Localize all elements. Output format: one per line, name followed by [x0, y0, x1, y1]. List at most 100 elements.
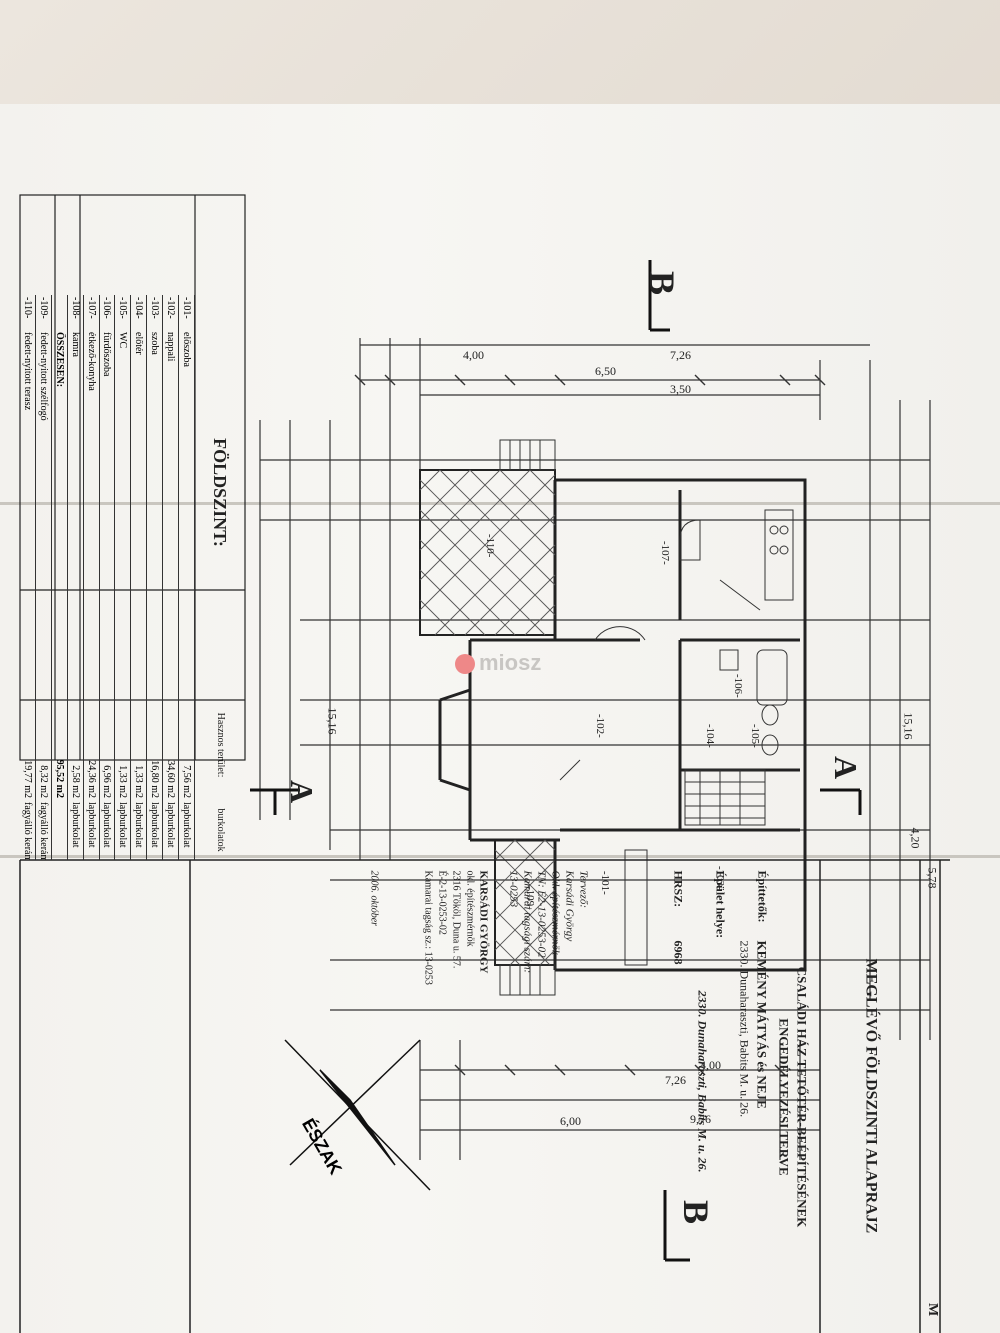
hrsz-value: 6968 — [671, 940, 686, 965]
designer-title: Okl. építészmérnök — [549, 870, 562, 955]
table-row: -109- fedett-nyitott szélfogó 8,32 m2 fagyá… — [34, 295, 52, 860]
room-area: 1,33 m2 — [133, 765, 145, 798]
room-number: -103- — [149, 297, 161, 319]
room-label-110: -110- — [484, 534, 496, 558]
watermark-logo-icon — [455, 654, 475, 675]
dim-bottom-d: 4,00 — [700, 1058, 721, 1072]
room-area: 2,58 m2 — [69, 765, 81, 798]
room-label-107: -107- — [659, 541, 671, 565]
builders-name: KEMÉNY MÁTYÁS és NEJE — [754, 940, 770, 1109]
section-a-marker-left: A — [284, 780, 320, 804]
room-area: 16,80 m2 — [149, 760, 161, 798]
room-number: -109- — [37, 297, 49, 319]
dim-bottom-c: 6,00 — [560, 1114, 581, 1128]
room-finish: lapburkolat — [181, 802, 192, 848]
stamp-line1: KARSÁDI GYÖRGY — [477, 870, 490, 974]
room-name: kamra — [69, 332, 81, 357]
drawing-title: MEGLÉVŐ FÖLDSZINTI ALAPRAJZ — [862, 958, 880, 1234]
room-number: -110- — [21, 297, 33, 319]
room-table: FÖLDSZINT: Hasznos terület: burkolatok -… — [19, 195, 245, 860]
stamp-line4: É-2-13-0253-02 — [436, 870, 448, 935]
builders-address: 2330. Dunaharaszti, Babits M. u. 26. — [737, 940, 752, 1118]
room-number: -104- — [133, 297, 145, 319]
room-name: nappali — [165, 332, 177, 362]
fold-line — [0, 855, 1000, 858]
dim-top-total: 7,26 — [670, 348, 691, 362]
project-line1: CSALÁDI HÁZ TETŐTÉR-BEÉPÍTÉSÉNEK — [794, 966, 810, 1228]
room-finish: lapburkolat — [165, 802, 177, 848]
room-finish: lapburkolat — [149, 802, 161, 848]
section-b-marker-top: B — [642, 271, 682, 296]
room-area: 7,56 m2 — [181, 765, 192, 798]
room-finish: fagyálló kerámialap — [21, 802, 33, 860]
table-row: -110- fedett-nyitott terasz 19,77 m2 fagyál… — [19, 295, 36, 860]
dim-left-total: 15,16 — [325, 707, 340, 735]
room-name: előszoba — [181, 332, 192, 367]
room-finish: lapburkolat — [85, 802, 97, 848]
designer-label: Tervező: — [577, 870, 590, 908]
room-table-rotated: FÖLDSZINT: Hasznos terület: burkolatok -… — [19, 295, 245, 860]
room-label-104: -104- — [704, 724, 716, 748]
table-row: -101- előszoba 7,56 m2 lapburkolat — [178, 295, 195, 860]
title-block: CSALÁDI HÁZ TETŐTÉR-BEÉPÍTÉSÉNEK ENGEDÉL… — [190, 860, 820, 1333]
room-area: 24,36 m2 — [85, 760, 97, 798]
room-number: -107- — [85, 297, 97, 319]
dim-top-a: 4,00 — [463, 348, 484, 362]
dim-top-c: 3,50 — [670, 382, 691, 396]
room-area: 34,60 m2 — [165, 760, 177, 798]
room-name: fedett-nyitott szélfogó — [37, 332, 49, 421]
drawing-title-strip: MEGLÉVŐ FÖLDSZINTI ALAPRAJZ — [820, 860, 920, 1333]
section-a-marker-right: A — [828, 756, 864, 780]
room-label-102: -102- — [594, 714, 606, 738]
room-area: 8,32 m2 — [37, 765, 49, 798]
designer-chamber-no: 13-0253 — [507, 870, 520, 908]
dim-right-total: 15,16 — [901, 712, 916, 740]
designer-reg: TN: É2-13-0253-02 — [535, 870, 548, 958]
room-label-106: -106- — [732, 674, 744, 698]
fold-line — [0, 502, 1000, 505]
room-name: előtér — [133, 332, 145, 355]
room-number: -105- — [117, 297, 129, 319]
builders-label: Építtetők: — [755, 870, 770, 923]
title-block-rotated: CSALÁDI HÁZ TETŐTÉR-BEÉPÍTÉSÉNEK ENGEDÉL… — [190, 861, 820, 1333]
dim-top-b: 6,50 — [595, 364, 616, 378]
room-table-area-header: Hasznos terület: — [215, 712, 226, 778]
room-number: -102- — [165, 297, 177, 319]
room-table-finish-header: burkolatok — [215, 808, 226, 852]
dim-bottom-b: 9,76 — [690, 1112, 711, 1126]
table-row: ÖSSZESEN: 95,52 m2 — [50, 295, 68, 860]
room-name: ÖSSZESEN: — [53, 332, 65, 388]
room-number: -101- — [181, 297, 192, 319]
stamp-line2: okl. építészmérnök — [464, 870, 476, 947]
location-label: Épület helye: — [713, 870, 728, 939]
room-area: 19,77 m2 — [21, 760, 33, 798]
room-finish: lapburkolat — [101, 802, 113, 848]
room-table-body: -101- előszoba 7,56 m2 lapburkolat -102- napp… — [19, 295, 195, 860]
room-number: -106- — [101, 297, 113, 319]
room-area: 95,52 m2 — [53, 759, 65, 798]
room-name: fedett-nyitott terasz — [21, 332, 33, 411]
room-finish: lapburkolat — [133, 802, 145, 848]
hrsz-label: HRSZ: — [671, 870, 686, 908]
drawing-sheet — [0, 104, 1000, 1333]
room-finish: lapburkolat — [117, 802, 129, 848]
room-number: -108- — [69, 297, 81, 319]
room-finish: fagyálló kerámialap — [37, 802, 49, 860]
room-label-105: -105- — [749, 724, 761, 748]
table-row: -104- előtér 1,33 m2 lapburkolat — [130, 295, 148, 860]
stamp-line5: Kamarai tagság sz.: 13-0253 — [422, 870, 434, 985]
watermark: miosz — [455, 650, 541, 676]
drawing-date: 2006. október — [368, 870, 380, 927]
stamp-line3: 2316 Tököl, Duna u. 57. — [450, 870, 462, 969]
project-line2: ENGEDÉLYEZÉSI TERVE — [776, 1018, 792, 1176]
room-area: 6,96 m2 — [101, 765, 113, 798]
room-name: WC — [117, 332, 129, 349]
dim-right-b: 5,78 — [925, 867, 940, 889]
